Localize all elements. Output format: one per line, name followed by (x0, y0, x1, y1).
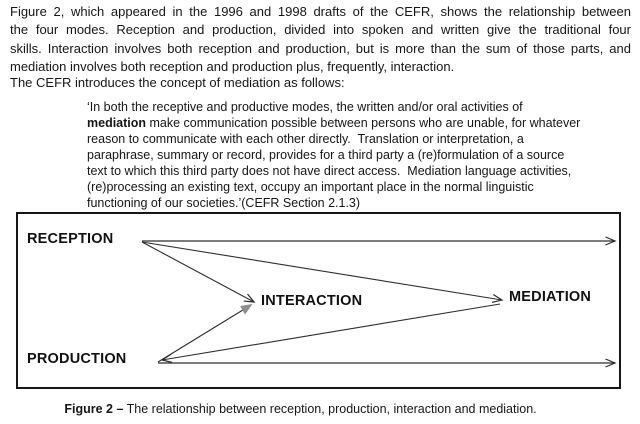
node-mediation: MEDIATION (509, 289, 592, 305)
intro-line: mediation involves both reception and pr… (10, 58, 455, 74)
quote-line: mediation make communication possible be… (87, 115, 580, 131)
quote-line: ‘In both the receptive and productive mo… (87, 99, 580, 115)
quote-text: text to which this third party does not … (87, 164, 572, 178)
node-reception: RECEPTION (27, 231, 114, 247)
figure2-diagram-box: RECEPTION PRODUCTION INTERACTION MEDIATI… (16, 212, 621, 389)
quote-text: reason to communicate with each other di… (87, 132, 524, 146)
production-to-interaction-arrow (157, 305, 251, 363)
quote-text: ‘In both the receptive and productive mo… (87, 100, 523, 114)
quote-text: paraphrase, summary or record, provides … (87, 148, 565, 162)
quote-text: functioning of our societies.’(CEFR Sect… (87, 196, 361, 210)
reception-to-mediation-arrow (141, 241, 502, 300)
intro-paragraph: Figure 2, which appeared in the 1996 and… (10, 3, 631, 76)
quote-line: reason to communicate with each other di… (87, 131, 580, 147)
node-interaction: INTERACTION (261, 293, 363, 309)
quote-line: functioning of our societies.’(CEFR Sect… (87, 195, 580, 211)
relationship-arrows-graphic (141, 214, 619, 387)
node-production: PRODUCTION (27, 351, 127, 367)
quote-line: text to which this third party does not … (87, 163, 580, 179)
mediation-to-production-arrow (162, 303, 501, 360)
figure-caption: Figure 2 – The relationship between rece… (0, 401, 601, 417)
quote-block: ‘In both the receptive and productive mo… (87, 99, 580, 211)
lead-in-paragraph: The CEFR introduces the concept of media… (10, 75, 345, 90)
reception-to-interaction-arrow (141, 241, 254, 302)
quote-text: (re)processing an existing text, occupy … (87, 180, 534, 194)
intro-line: the four modes. Reception and production… (10, 22, 631, 38)
quote-text: make communication possible between pers… (146, 116, 581, 130)
intro-line: skills. Interaction involves both recept… (10, 40, 631, 56)
figure-caption-label: Figure 2 – (64, 402, 124, 416)
quote-line: paraphrase, summary or record, provides … (87, 147, 580, 163)
quote-bold-word: mediation (87, 116, 147, 130)
quote-line: (re)processing an existing text, occupy … (87, 179, 580, 195)
figure-caption-text: The relationship between reception, prod… (123, 402, 537, 416)
intro-line: Figure 2, which appeared in the 1996 and… (10, 4, 631, 19)
